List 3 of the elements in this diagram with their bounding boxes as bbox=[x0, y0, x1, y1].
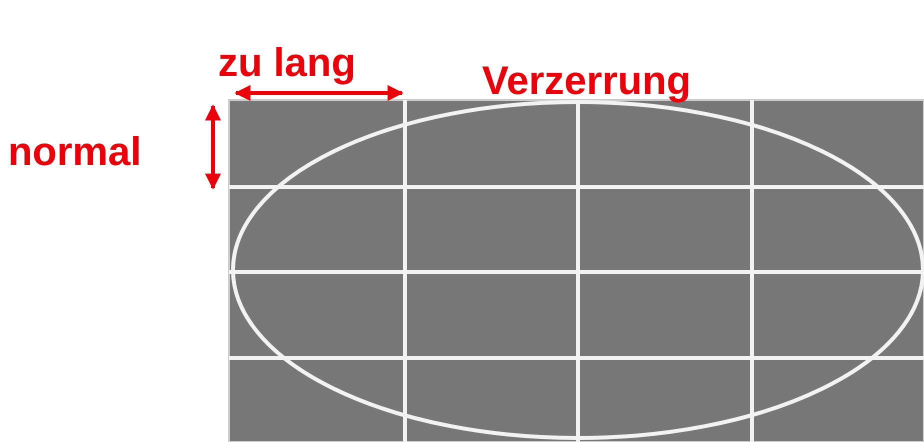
distortion-label: Verzerrung bbox=[482, 58, 691, 104]
dimension-label: normal bbox=[8, 129, 142, 175]
dimension-label: zu lang bbox=[218, 40, 356, 86]
